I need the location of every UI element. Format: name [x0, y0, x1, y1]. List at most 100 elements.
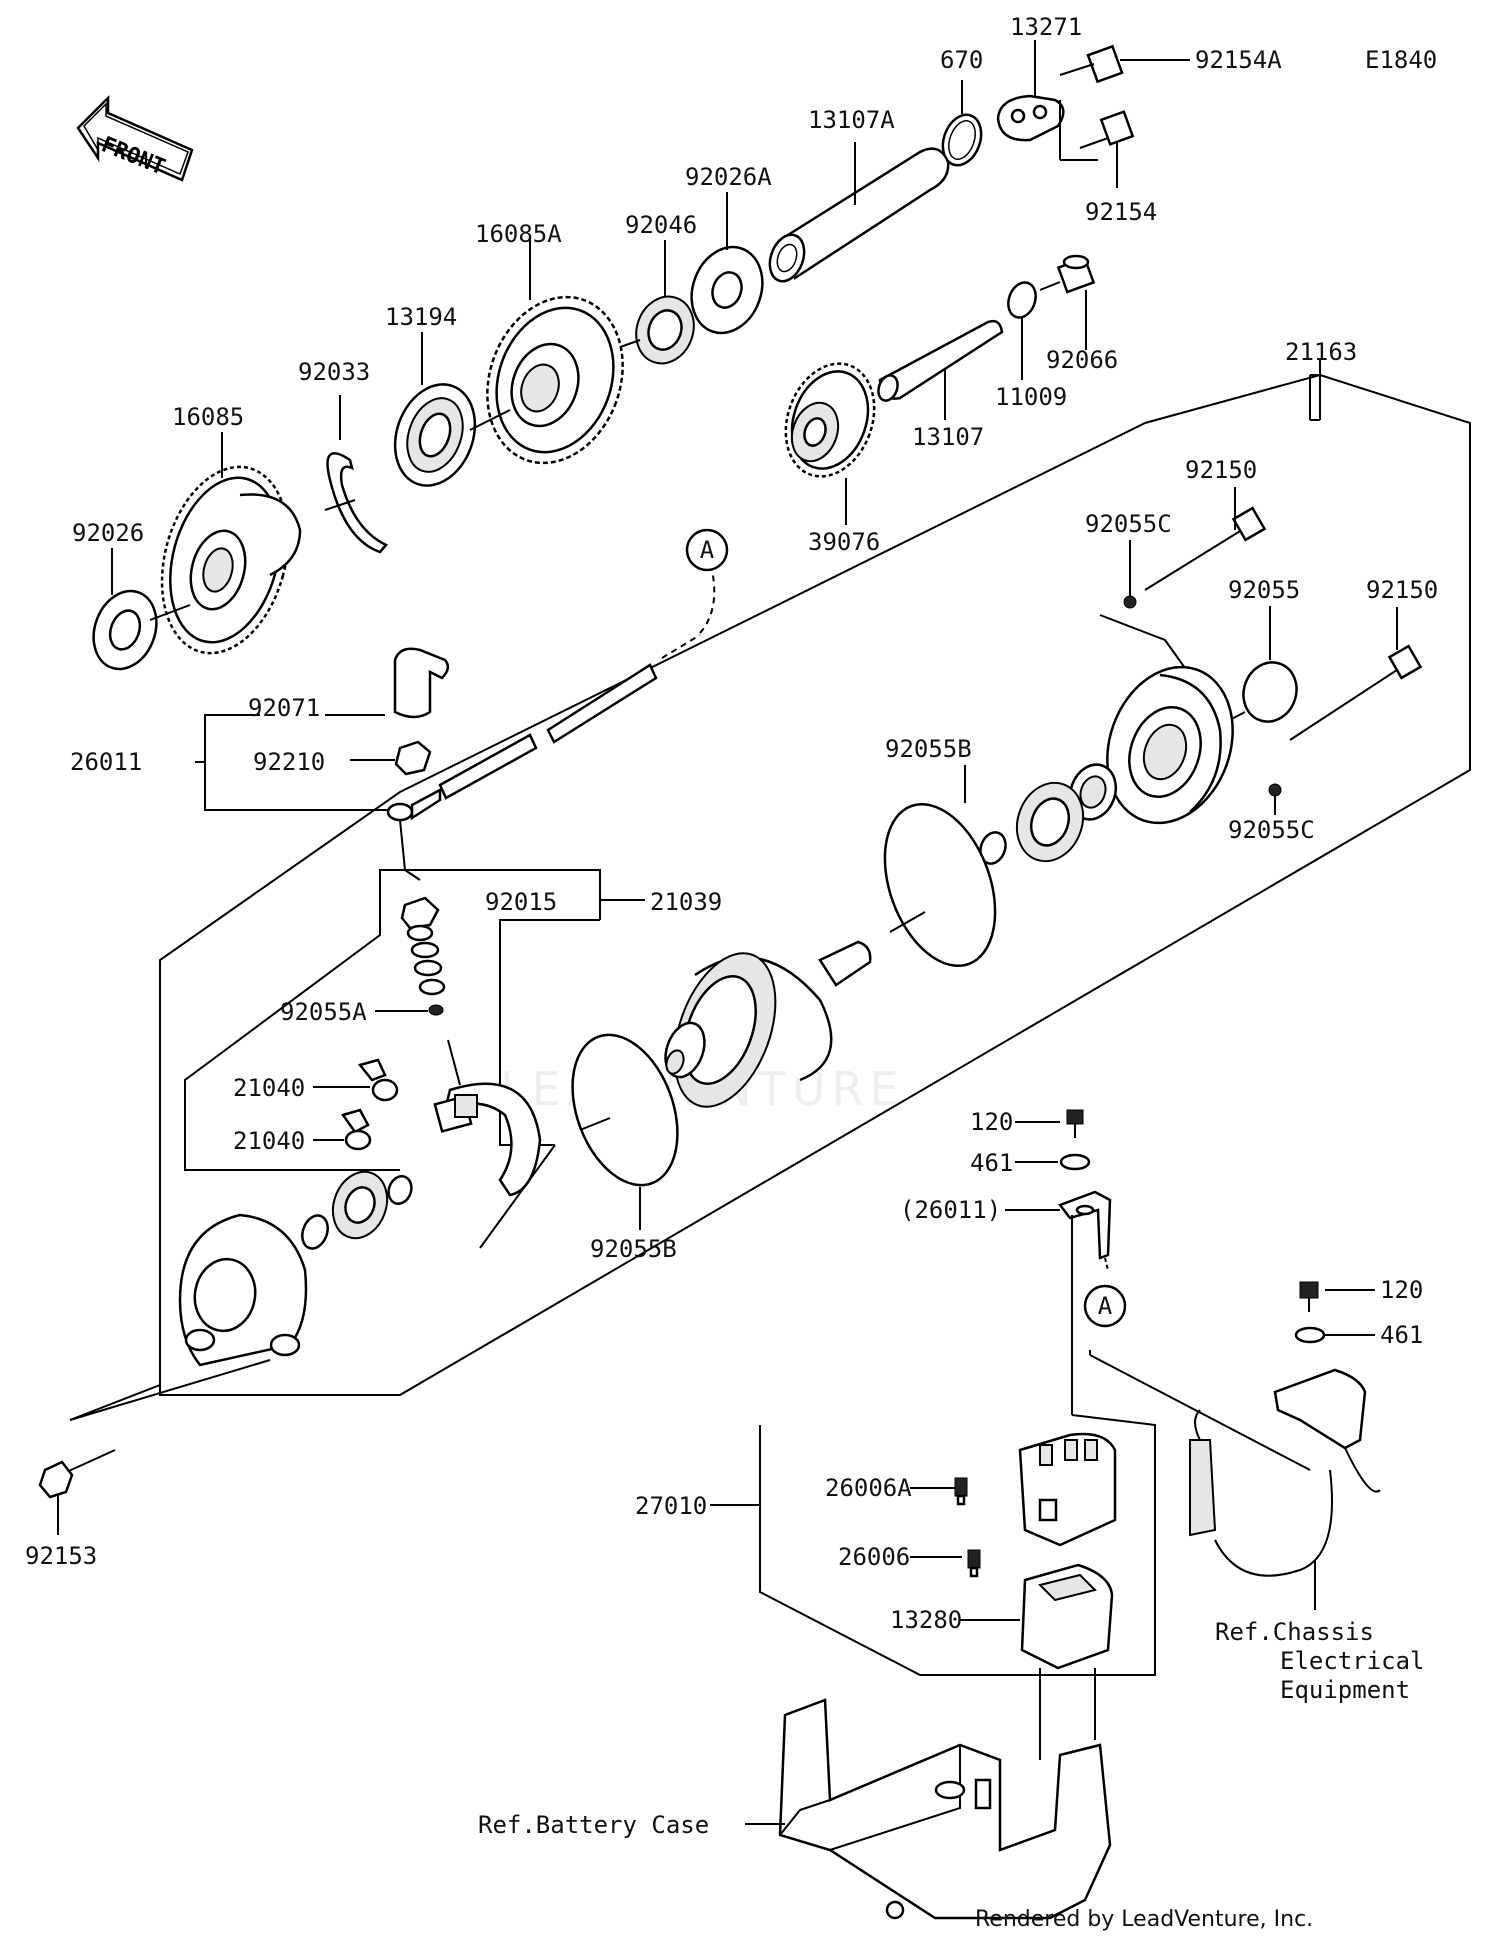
bearing-92046 — [635, 295, 695, 365]
label-39076: 39076 — [808, 528, 880, 556]
label-21040-upper: 21040 — [233, 1074, 305, 1102]
label-120-lower: 120 — [1380, 1276, 1423, 1304]
label-92055B-lower: 92055B — [590, 1235, 677, 1263]
label-21040-lower: 21040 — [233, 1127, 305, 1155]
label-670: 670 — [940, 46, 983, 74]
oring-92055B-lower — [571, 1033, 679, 1187]
bolt-92150-lower — [1289, 644, 1423, 741]
chassis-harness — [1189, 1409, 1333, 1577]
circlip-92033 — [326, 452, 389, 554]
cable-26011 — [386, 569, 716, 822]
footer-credit: Rendered by LeadVenture, Inc. — [975, 1907, 1313, 1932]
label-13271: 13271 — [1010, 13, 1082, 41]
outline-21163 — [159, 374, 1471, 1396]
battery-case — [778, 1698, 1112, 1920]
screw-120-lower — [1299, 1281, 1319, 1312]
brush-holder — [433, 1039, 542, 1197]
label-21039: 21039 — [650, 888, 722, 916]
callout-a-upper: A — [685, 528, 729, 572]
plate-13271 — [996, 94, 1065, 142]
label-92015: 92015 — [485, 888, 557, 916]
label-92150-lower: 92150 — [1366, 576, 1438, 604]
label-92066: 92066 — [1046, 346, 1118, 374]
label-13107: 13107 — [912, 423, 984, 451]
plug-92066 — [1056, 254, 1096, 294]
bolt-92150-upper — [1144, 506, 1267, 591]
outline-27010 — [759, 1414, 1156, 1676]
label-92046: 92046 — [625, 211, 697, 239]
label-13280: 13280 — [890, 1606, 962, 1634]
label-92150-upper: 92150 — [1185, 456, 1257, 484]
label-92055B-upper: 92055B — [885, 735, 972, 763]
bolt-92153 — [38, 1449, 116, 1499]
label-461-upper: 461 — [970, 1149, 1013, 1177]
oring-92055C-lower — [1268, 783, 1282, 797]
label-13194: 13194 — [385, 303, 457, 331]
label-92055C-lower: 92055C — [1228, 816, 1315, 844]
label-13107A: 13107A — [808, 106, 895, 134]
relay-case-13280 — [1020, 1563, 1114, 1670]
gear-39076 — [784, 362, 876, 478]
label-ref-battery-case: Ref.Battery Case — [478, 1811, 709, 1839]
label-92153: 92153 — [25, 1542, 97, 1570]
rear-cover — [178, 1213, 308, 1367]
brush-21040-upper — [357, 1058, 399, 1102]
label-92055C-upper: 92055C — [1085, 510, 1172, 538]
terminal-26011 — [1057, 1190, 1112, 1260]
label-26011-paren: (26011) — [900, 1196, 1001, 1224]
oring-670 — [941, 113, 983, 167]
label-120-upper: 120 — [970, 1108, 1013, 1136]
label-92210: 92210 — [253, 748, 325, 776]
label-92055A: 92055A — [280, 998, 367, 1026]
brush-21040-lower — [340, 1108, 372, 1151]
label-92154A: 92154A — [1195, 46, 1282, 74]
label-92055: 92055 — [1228, 576, 1300, 604]
fuse-26006 — [967, 1549, 981, 1578]
bolt-92154 — [1079, 110, 1135, 149]
callout-a-lower: A — [1083, 1284, 1127, 1328]
front-cover-21163 — [1106, 665, 1234, 825]
label-16085: 16085 — [172, 403, 244, 431]
relay-26006A — [1018, 1432, 1117, 1547]
screw-120-upper — [1066, 1109, 1084, 1138]
shaft-13107A — [768, 147, 950, 283]
label-92033: 92033 — [298, 358, 370, 386]
nut-92210 — [394, 740, 432, 776]
front-arrow-icon: FRONT — [76, 94, 194, 182]
label-11009: 11009 — [995, 383, 1067, 411]
svg-text:A: A — [1098, 1292, 1113, 1320]
gear-16085 — [160, 465, 302, 655]
fuse-26006A — [954, 1477, 968, 1506]
relay-cover — [1273, 1368, 1381, 1493]
oring-92055C-upper — [1123, 595, 1137, 609]
nut-92015 — [400, 896, 440, 930]
washer-92026A — [690, 245, 764, 335]
label-26006A: 26006A — [825, 1474, 912, 1502]
label-92071: 92071 — [248, 694, 320, 722]
cap-92071 — [393, 647, 450, 719]
label-92026: 92026 — [72, 519, 144, 547]
washer-92026 — [92, 589, 158, 671]
label-26006: 26006 — [838, 1543, 910, 1571]
gasket-11009 — [1007, 281, 1037, 319]
label-21163: 21163 — [1285, 338, 1357, 366]
label-ref-chassis-1: Ref.Chassis — [1215, 1618, 1374, 1646]
label-26011: 26011 — [70, 748, 142, 776]
label-16085A: 16085A — [475, 220, 562, 248]
shaft-13107 — [877, 319, 1004, 402]
label-92154: 92154 — [1085, 198, 1157, 226]
label-27010: 27010 — [635, 1492, 707, 1520]
svg-text:A: A — [700, 536, 715, 564]
clutch-13194 — [393, 383, 477, 487]
armature — [664, 940, 872, 1108]
bolt-92154A — [1059, 44, 1124, 84]
label-92026A: 92026A — [685, 163, 772, 191]
label-461-lower: 461 — [1380, 1321, 1423, 1349]
bearing-rear — [331, 1170, 389, 1240]
label-ref-chassis-3: Equipment — [1280, 1676, 1410, 1704]
washer-461-upper — [1059, 1153, 1091, 1171]
bearing-front — [1015, 781, 1085, 863]
oring-92055A — [428, 1004, 444, 1016]
oring-92055 — [1242, 661, 1298, 723]
